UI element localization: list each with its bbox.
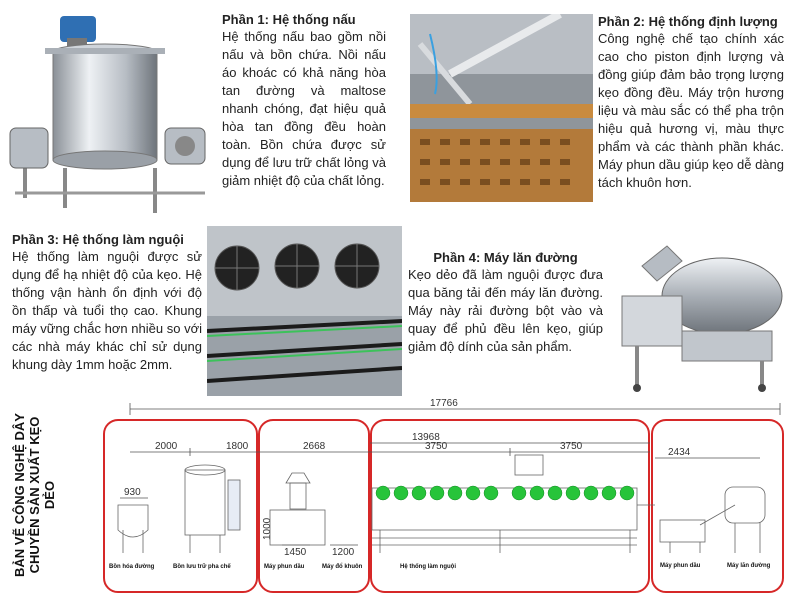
dim-1800: 1800 xyxy=(226,441,249,452)
dim-total: 17766 xyxy=(430,398,458,409)
section-sugar-roller: Phần 4: Máy lăn đường Kẹo dẻo đã làm ngu… xyxy=(408,250,603,356)
section-title-sugar-roller: Phần 4: Máy lăn đường xyxy=(433,250,578,265)
dim-cooling-total: 13968 xyxy=(412,432,440,443)
section-body-sugar-roller: Kẹo dẻo đã làm nguội được đưa qua băng t… xyxy=(408,267,603,354)
dim-2434: 2434 xyxy=(668,447,691,458)
cooking-system-photo xyxy=(5,8,218,218)
dosing-system-photo xyxy=(410,14,593,202)
label-oil-sprayer-1: Máy phun dầu xyxy=(264,564,305,570)
dim-3750-b: 3750 xyxy=(560,441,583,452)
label-sugar-roller: Máy lăn đường xyxy=(727,563,771,569)
region-sugar-roller xyxy=(651,419,784,593)
label-storage-tank: Bồn lưu trữ pha chế xyxy=(173,563,231,570)
region-dosing xyxy=(258,419,370,593)
label-oil-sprayer-2: Máy phun dầu xyxy=(660,563,701,569)
cooling-system-photo xyxy=(207,226,402,396)
technical-drawing: 17766 13968 2000 1800 2668 3750 3750 243… xyxy=(103,398,784,593)
dim-1000: 1000 xyxy=(262,517,273,540)
dim-3750-a: 3750 xyxy=(425,441,448,452)
dim-1450: 1450 xyxy=(284,547,307,558)
region-cooking xyxy=(103,419,258,593)
section-body-cooling: Hệ thống làm nguội được sử dụng để hạ nh… xyxy=(12,249,202,372)
dim-2668: 2668 xyxy=(303,441,326,452)
label-depositor: Máy đổ khuôn xyxy=(322,563,363,570)
label-cooling-system: Hệ thống làm nguội xyxy=(400,563,456,570)
dim-2000: 2000 xyxy=(155,441,178,452)
section-title-dosing: Phần 2: Hệ thống định lượng xyxy=(598,14,778,29)
label-sugar-tank: Bồn hóa đường xyxy=(109,564,155,570)
dim-1200: 1200 xyxy=(332,547,355,558)
section-dosing: Phần 2: Hệ thống định lượng Công nghệ ch… xyxy=(598,14,784,192)
region-cooling xyxy=(370,419,650,593)
sugar-roller-photo xyxy=(612,236,794,396)
dim-930: 930 xyxy=(124,487,141,498)
section-cooling: Phần 3: Hệ thống làm nguội Hệ thống làm … xyxy=(12,232,202,374)
section-body-dosing: Công nghệ chế tạo chính xác cao cho pist… xyxy=(598,31,784,190)
section-cooking: Phần 1: Hệ thống nấu Hệ thống nấu bao gồ… xyxy=(222,12,386,190)
section-body-cooking: Hệ thống nấu bao gồm nồi nấu và bồn chứa… xyxy=(222,29,386,188)
section-title-cooling: Phần 3: Hệ thống làm nguội xyxy=(12,232,184,247)
section-title-cooking: Phần 1: Hệ thống nấu xyxy=(222,12,356,27)
